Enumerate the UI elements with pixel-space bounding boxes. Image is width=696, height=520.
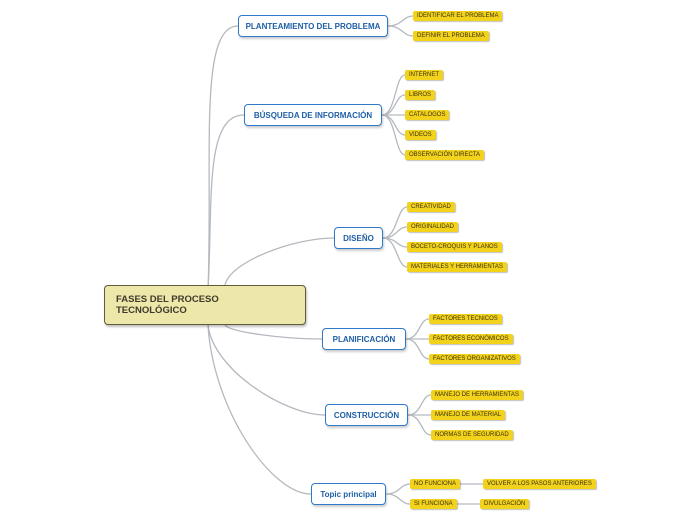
root-topic[interactable]: FASES DEL PROCESO TECNOLÓGICO (104, 285, 306, 325)
leaf-label: OBSERVACIÓN DIRECTA (409, 152, 481, 158)
leaf-label: LIBROS (409, 92, 432, 98)
branch-busqueda[interactable]: BÚSQUEDA DE INFORMACIÓN (244, 104, 382, 126)
leaf-volver-pasos-anteriores[interactable]: VOLVER A LOS PASOS ANTERIORES (483, 479, 596, 489)
leaf-label: BOCETO-CROQUIS Y PLANOS (411, 244, 498, 250)
branch-label: Topic principal (320, 489, 377, 499)
leaf-originalidad[interactable]: ORIGINALIDAD (407, 222, 459, 232)
branch-label: DISEÑO (343, 233, 374, 243)
leaf-connector (407, 394, 432, 416)
leaf-connector (387, 15, 414, 27)
leaf-label: MANEJO DE HERRAMIENTAS (435, 392, 519, 398)
leaf-factores-economicos[interactable]: FACTORES ECONÓMICOS (429, 334, 513, 344)
leaf-label: FACTORES ECONÓMICOS (433, 336, 509, 342)
leaf-connector (382, 237, 408, 268)
branch-connector (224, 237, 335, 286)
leaf-videos[interactable]: VIDEOS (405, 130, 436, 140)
leaf-label: NORMAS DE SEGURIDAD (435, 432, 509, 438)
leaf-definir-problema[interactable]: DEFINIR EL PROBLEMA (413, 31, 489, 41)
leaf-label: SI FUNCIONA (414, 501, 453, 507)
leaf-internet[interactable]: INTERNET (405, 70, 443, 80)
leaf-label: DIVULGACIÓN (484, 501, 526, 507)
leaf-connector (387, 25, 414, 37)
branch-connector (207, 324, 312, 495)
leaf-manejo-material[interactable]: MANEJO DE MATERIAL (431, 410, 506, 420)
branch-topic-principal[interactable]: Topic principal (311, 483, 386, 505)
branch-connector (207, 25, 239, 291)
branch-construccion[interactable]: CONSTRUCCIÓN (325, 404, 408, 426)
branch-label: CONSTRUCCIÓN (333, 410, 400, 420)
leaf-label: CATALOGOS (409, 112, 446, 118)
leaf-si-funciona[interactable]: SI FUNCIONA (410, 499, 457, 509)
leaf-label: FACTORES ORGANIZATIVOS (433, 356, 516, 362)
root-topic-line-2: TECNOLÓGICO (116, 305, 187, 316)
leaf-label: DEFINIR EL PROBLEMA (417, 33, 485, 39)
leaf-identificar-problema[interactable]: IDENTIFICAR EL PROBLEMA (413, 11, 503, 21)
branch-label: PLANTEAMIENTO DEL PROBLEMA (245, 21, 381, 31)
leaf-connector (381, 74, 406, 116)
leaf-label: IDENTIFICAR EL PROBLEMA (417, 13, 499, 19)
leaf-catalogos[interactable]: CATALOGOS (405, 110, 450, 120)
leaf-observacion-directa[interactable]: OBSERVACIÓN DIRECTA (405, 150, 485, 160)
leaf-connector (405, 318, 430, 340)
leaf-no-funciona[interactable]: NO FUNCIONA (410, 479, 460, 489)
branch-connector (207, 324, 326, 416)
leaf-boceto-croquis[interactable]: BOCETO-CROQUIS Y PLANOS (407, 242, 502, 252)
branch-planteamiento[interactable]: PLANTEAMIENTO DEL PROBLEMA (238, 15, 388, 37)
leaf-connector (381, 114, 406, 156)
leaf-connector (382, 226, 408, 239)
leaf-materiales-herramientas[interactable]: MATERIALES Y HERRAMIENTAS (407, 262, 507, 272)
leaf-creatividad[interactable]: CREATIVIDAD (407, 202, 455, 212)
leaf-label: NO FUNCIONA (414, 481, 456, 487)
leaf-factores-organizativos[interactable]: FACTORES ORGANIZATIVOS (429, 354, 520, 364)
branch-connector (207, 114, 245, 291)
leaf-label: MANEJO DE MATERIAL (435, 412, 502, 418)
leaf-factores-tecnicos[interactable]: FACTORES TECNICOS (429, 314, 502, 324)
root-topic-line-1: FASES DEL PROCESO (116, 294, 219, 305)
leaf-connector (405, 338, 430, 360)
leaf-manejo-herramientas[interactable]: MANEJO DE HERRAMIENTAS (431, 390, 523, 400)
leaf-label: ORIGINALIDAD (411, 224, 455, 230)
leaf-libros[interactable]: LIBROS (405, 90, 436, 100)
leaf-label: CREATIVIDAD (411, 204, 451, 210)
leaf-label: FACTORES TECNICOS (433, 316, 498, 322)
branch-label: PLANIFICACIÓN (332, 334, 396, 344)
leaf-divulgacion[interactable]: DIVULGACIÓN (480, 499, 530, 509)
leaf-label: MATERIALES Y HERRAMIENTAS (411, 264, 503, 270)
branch-connector (224, 324, 323, 340)
leaf-label: VIDEOS (409, 132, 432, 138)
leaf-normas-seguridad[interactable]: NORMAS DE SEGURIDAD (431, 430, 513, 440)
branch-diseno[interactable]: DISEÑO (334, 227, 383, 249)
leaf-label: INTERNET (409, 72, 439, 78)
leaf-connector (382, 206, 408, 239)
branch-label: BÚSQUEDA DE INFORMACIÓN (253, 110, 373, 120)
leaf-label: VOLVER A LOS PASOS ANTERIORES (487, 481, 592, 487)
leaf-connector (385, 493, 411, 505)
leaf-connector (407, 414, 432, 436)
leaf-connector (385, 483, 411, 495)
branch-planificacion[interactable]: PLANIFICACIÓN (322, 328, 406, 350)
